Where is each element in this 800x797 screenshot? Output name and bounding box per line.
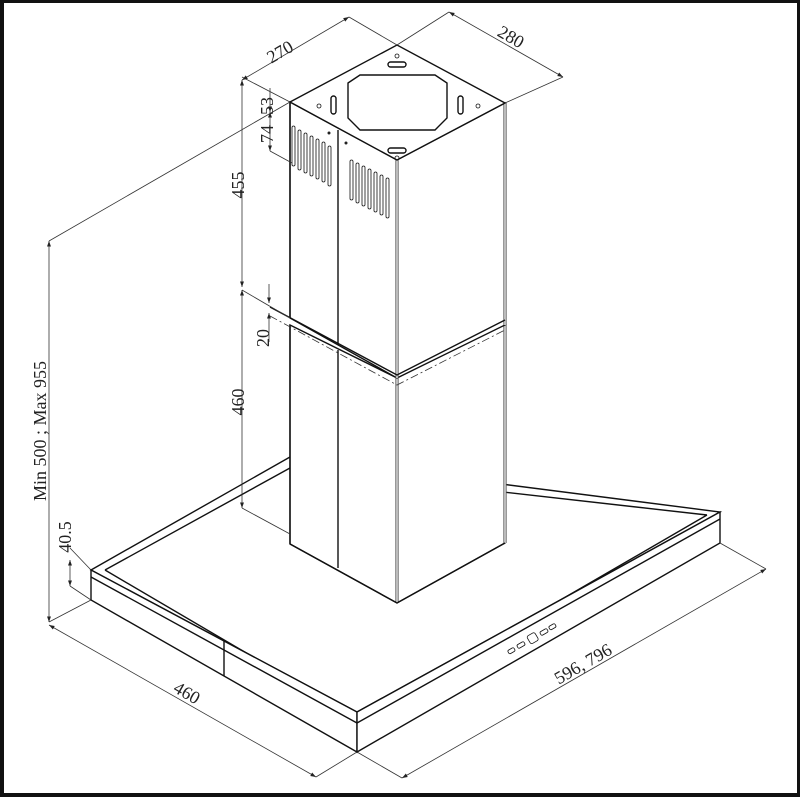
top-flange-opening <box>347 74 448 131</box>
dim-canopy-depth: 460 <box>170 677 203 708</box>
dim-vent-height: 74 <box>257 125 277 143</box>
dim-vent-top-offset: 53 <box>257 97 277 115</box>
dim-chimney-width: 280 <box>494 21 527 52</box>
dim-upper-chimney-height: 455 <box>228 172 248 199</box>
dimension-lines <box>47 11 767 779</box>
mounting-slots <box>316 53 481 161</box>
dim-canopy-width: 596, 796 <box>551 639 616 688</box>
dim-canopy-height: 40.5 <box>55 521 75 553</box>
dim-chimney-depth: 270 <box>263 36 296 67</box>
lower-chimney <box>289 322 507 604</box>
vent-slots-right <box>344 141 390 219</box>
dim-lower-chimney-height: 460 <box>228 389 248 416</box>
dim-overlap: 20 <box>253 329 273 347</box>
vent-slots-left <box>291 125 332 187</box>
dim-total-height: Min 500 ; Max 955 <box>30 361 50 501</box>
